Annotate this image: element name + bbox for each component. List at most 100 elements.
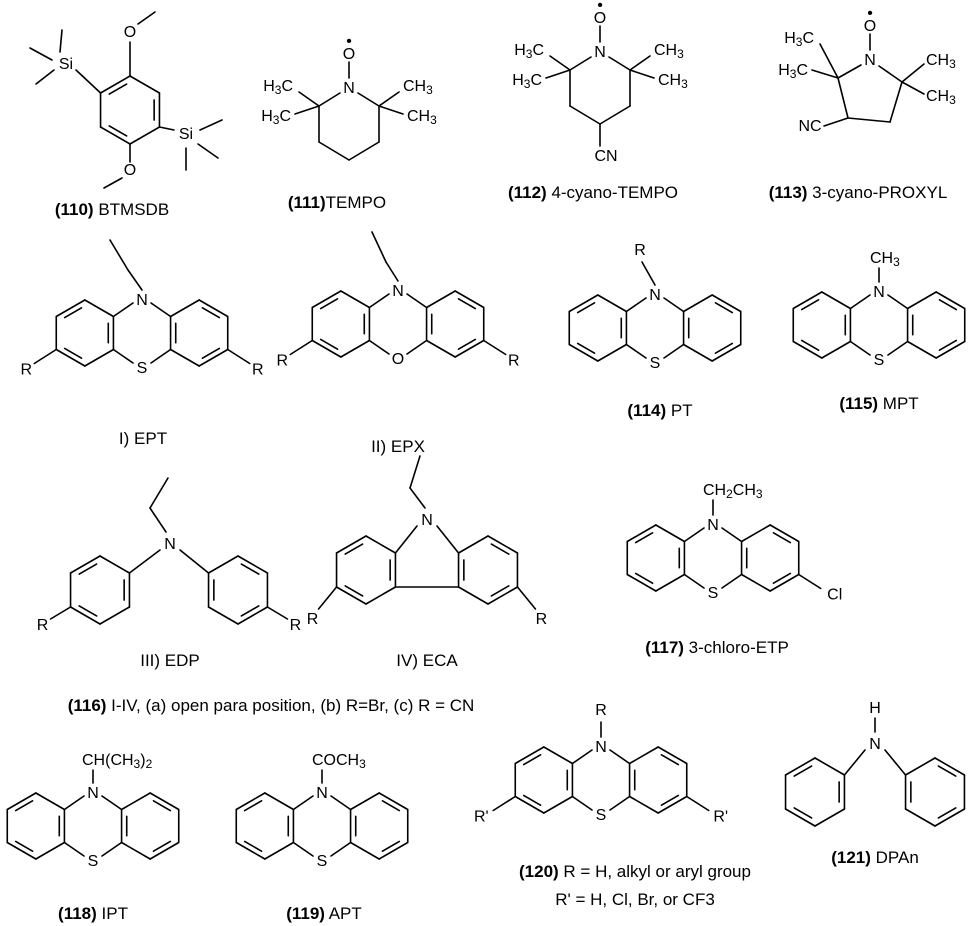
mpt-right-ring-bond	[906, 291, 937, 310]
ept-ethyl-bond	[109, 239, 129, 271]
mpt-right-ring-bond	[935, 291, 966, 310]
ipt-nitrogen: N	[87, 785, 99, 802]
mpt-left-ring-double-bond	[800, 299, 820, 311]
tempo-ring-bond	[318, 141, 350, 161]
edp-left-ring-bond	[69, 606, 101, 625]
mpt-x-bond	[887, 340, 909, 356]
cyano-tempo-ring-bond	[569, 56, 592, 71]
proxyl-ring-bond	[889, 81, 903, 123]
ept-r-bond	[226, 348, 251, 365]
tempo-ring-bond	[318, 92, 341, 107]
epx-left-ring-double-bond	[319, 338, 339, 350]
ipt-left-ring-bond	[35, 792, 66, 811]
cyano-tempo-oxygen: O	[594, 10, 606, 27]
btmsdb-si-me	[197, 143, 219, 159]
eca-n-bond	[394, 525, 418, 554]
pt-right-ring-bond	[682, 343, 713, 362]
epx-left-ring-bond	[340, 290, 371, 309]
edp-r-right: R	[290, 617, 302, 634]
apt-n-bond	[292, 795, 314, 811]
ipt-left-ring-double-bond	[14, 840, 34, 852]
epx-r-left: R	[276, 352, 288, 369]
proxyl-me-bond	[811, 69, 839, 79]
proxyl-cn-bond	[823, 117, 849, 127]
eca-r-right: R	[536, 611, 548, 628]
cyano-tempo-nitrogen: N	[594, 44, 606, 61]
3-chloro-etp-n-bond	[721, 527, 743, 543]
proxyl-oxygen: O	[864, 18, 876, 35]
cyano-tempo-me-bond	[629, 55, 651, 71]
edp-ethyl-bond	[149, 477, 169, 509]
dpan-left-ring-bond	[784, 808, 816, 827]
edp-right-ring-bond	[237, 555, 269, 574]
btmsdb-si-bond	[158, 126, 175, 131]
mpt-left-ring-bond	[821, 291, 852, 310]
epx-ethyl-bond	[385, 261, 399, 282]
tempo-oxygen: O	[343, 46, 355, 63]
apt-acetyl: COCH3	[312, 752, 366, 772]
cyano-tempo-methyl-right-2: CH3	[658, 72, 688, 92]
apt-right-ring-double-bond	[381, 800, 401, 812]
epx-right-ring-bond	[454, 339, 485, 358]
apt-right-ring-bond	[349, 841, 380, 860]
proxyl-me-bond	[901, 81, 925, 95]
mpt-left-ring-bond	[821, 340, 852, 359]
edp-right-ring-bond	[207, 555, 239, 574]
pt-left-ring-bond	[597, 294, 628, 313]
eca-right-ring-bond	[457, 535, 489, 554]
pt-r-bond	[641, 261, 656, 286]
mpt-right-ring-bond	[935, 340, 966, 359]
ipt-n-bond	[63, 795, 85, 811]
eca-right-ring-bond	[457, 586, 489, 605]
ipt-left-ring-bond	[6, 841, 37, 860]
proxyl-me-bond	[819, 43, 839, 79]
atom-labels: OOSiSiNO•H3CH3CCH3CH3NO•H3CH3CCH3CH3CNNO…	[20, 0, 956, 870]
3-chloro-etp-left-ring-double-bond	[634, 572, 654, 584]
caption-113: (113) 3-cyano-PROXYL	[769, 183, 948, 202]
tempo-methyl-left-2: H3C	[261, 108, 291, 128]
caption-epx: II) EPX	[371, 437, 425, 456]
eca-left-ring-bond	[335, 535, 367, 554]
apt-right-ring-bond	[378, 841, 409, 860]
dpan-right-ring-bond	[904, 808, 936, 827]
3-chloro-etp-ethyl: CH2CH3	[703, 482, 763, 502]
dpan-n-bond	[884, 749, 907, 776]
pt-n-bond	[625, 297, 647, 313]
ipt-right-ring-bond	[149, 792, 180, 811]
epx-right-ring-double-bond	[457, 338, 477, 350]
ept-n-bond	[150, 302, 172, 318]
pt-general-r-substituent: R	[595, 702, 607, 719]
btmsdb-ring-double-bond	[108, 83, 128, 95]
btmsdb-silicon-bottom: Si	[179, 126, 193, 143]
eca-left-ring-bond	[365, 535, 397, 554]
ept-right-ring-double-bond	[201, 307, 221, 319]
cyano-tempo-methyl-right-1: CH3	[654, 42, 684, 62]
tempo-methyl-left-1: H3C	[263, 78, 293, 98]
eca-nitrogen: N	[421, 512, 433, 529]
pt-general-left-ring-double-bond	[522, 754, 542, 766]
epx-right-ring-bond	[454, 290, 485, 309]
pt-general-right-ring-bond	[657, 746, 688, 765]
dpan-right-ring-double-bond	[937, 807, 957, 819]
3-chloro-etp-left-ring-double-bond	[634, 532, 654, 544]
epx-left-ring-bond	[311, 339, 342, 358]
3-chloro-etp-right-ring-double-bond	[772, 572, 792, 584]
pt-general-r-prime-left: R'	[474, 808, 489, 825]
btmsdb-ring-double-bond	[108, 125, 128, 137]
pt-general-right-ring-bond	[657, 795, 688, 814]
btmsdb-si-bond	[75, 69, 102, 94]
mpt-x-bond	[849, 340, 871, 356]
3-chloro-etp-right-ring-double-bond	[772, 532, 792, 544]
eca-left-ring-bond	[335, 586, 367, 605]
bond-lines	[6, 11, 966, 860]
pt-heteroatom: S	[650, 355, 661, 372]
dpan-n-bond	[843, 749, 866, 776]
dpan-left-ring-bond	[814, 757, 846, 776]
ipt-x-bond	[63, 841, 85, 857]
edp-n-bond	[128, 549, 161, 574]
pt-general-r-prime-right: R'	[713, 808, 728, 825]
mpt-left-ring-double-bond	[800, 339, 820, 351]
tempo-methyl-right-1: CH3	[403, 78, 433, 98]
caption-ept: I) EPT	[119, 429, 167, 448]
